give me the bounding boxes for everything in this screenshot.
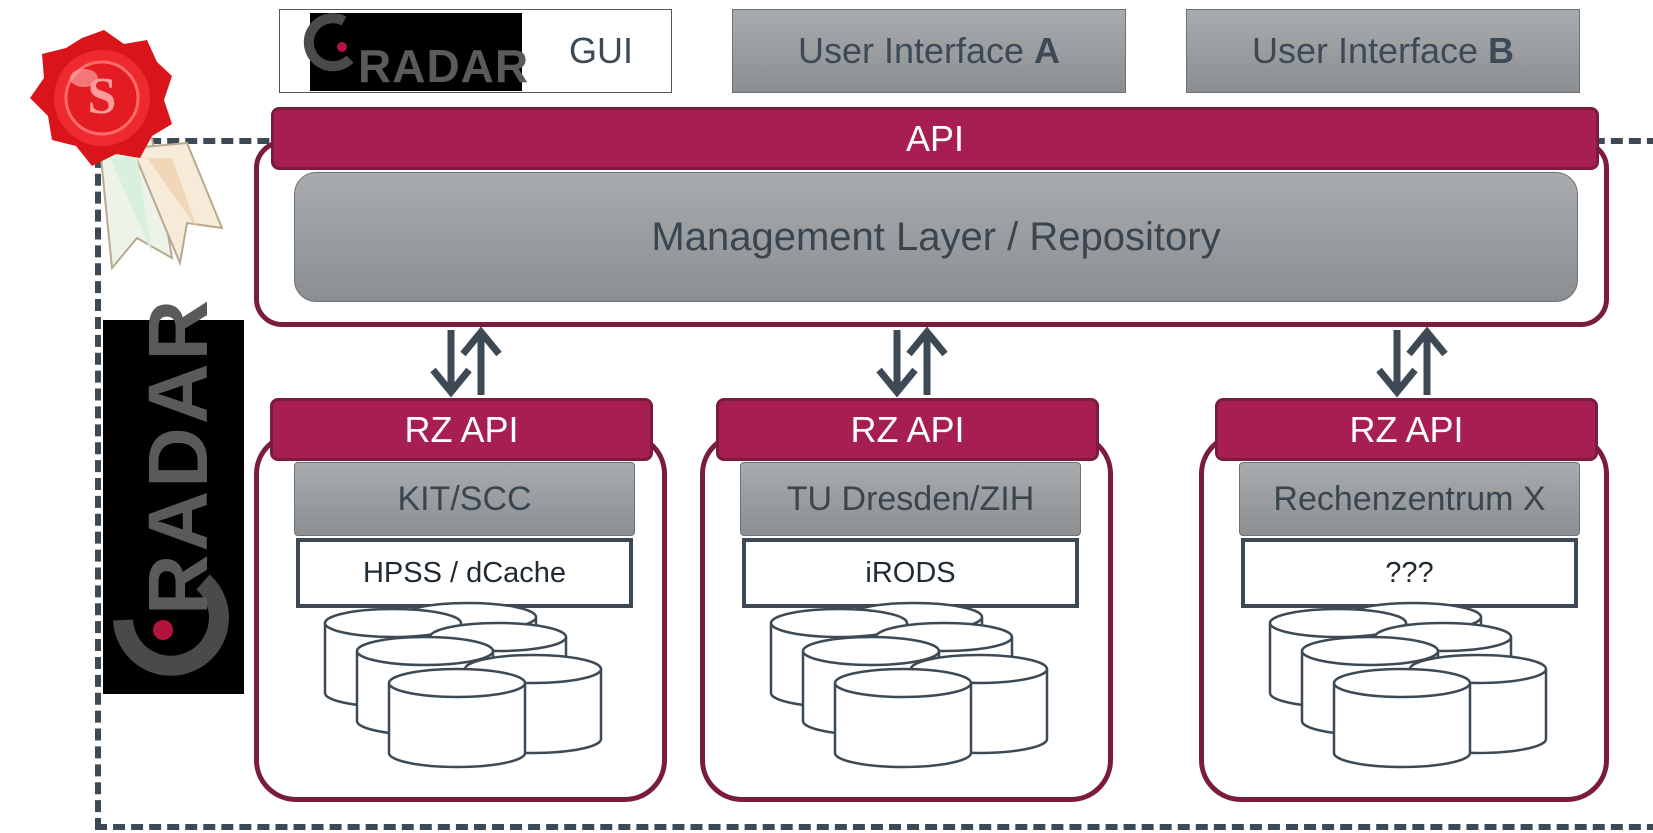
management-layer: Management Layer / Repository [294, 172, 1578, 302]
arrow-x-icon [1379, 330, 1445, 395]
gui-logo-text: RADAR [358, 40, 530, 92]
ui-b-suffix: B [1488, 30, 1515, 71]
dc-name-kit: KIT/SCC [294, 462, 635, 536]
db-stack-tu-dresden [771, 603, 1047, 767]
ui-b-prefix: User Interface [1251, 30, 1489, 71]
rz-api-kit: RZ API [270, 398, 653, 461]
dc-name-tu-dresden: TU Dresden/ZIH [740, 462, 1081, 536]
db-stack-kit [325, 603, 601, 767]
side-radar-logo: RADAR [103, 297, 244, 694]
dc-name-x: Rechenzentrum X [1239, 462, 1580, 536]
rz-api-tu-dresden: RZ API [716, 398, 1099, 461]
gui-label: GUI [568, 30, 633, 71]
arrow-tu-dresden-icon [879, 330, 945, 395]
rz-api-x: RZ API [1215, 398, 1598, 461]
ui-a-suffix: A [1034, 30, 1061, 71]
user-interface-a[interactable]: User Interface A [732, 9, 1126, 93]
db-stack-x [1270, 603, 1546, 767]
api-bar: API [271, 107, 1599, 170]
arrow-kit-icon [433, 330, 499, 395]
seal-icon [30, 30, 224, 271]
seal-letter: S [87, 67, 117, 125]
ui-a-prefix: User Interface [797, 30, 1035, 71]
storage-x: ??? [1241, 538, 1578, 608]
user-interface-b[interactable]: User Interface B [1186, 9, 1580, 93]
gui-radar-logo: RADAR [303, 13, 530, 92]
